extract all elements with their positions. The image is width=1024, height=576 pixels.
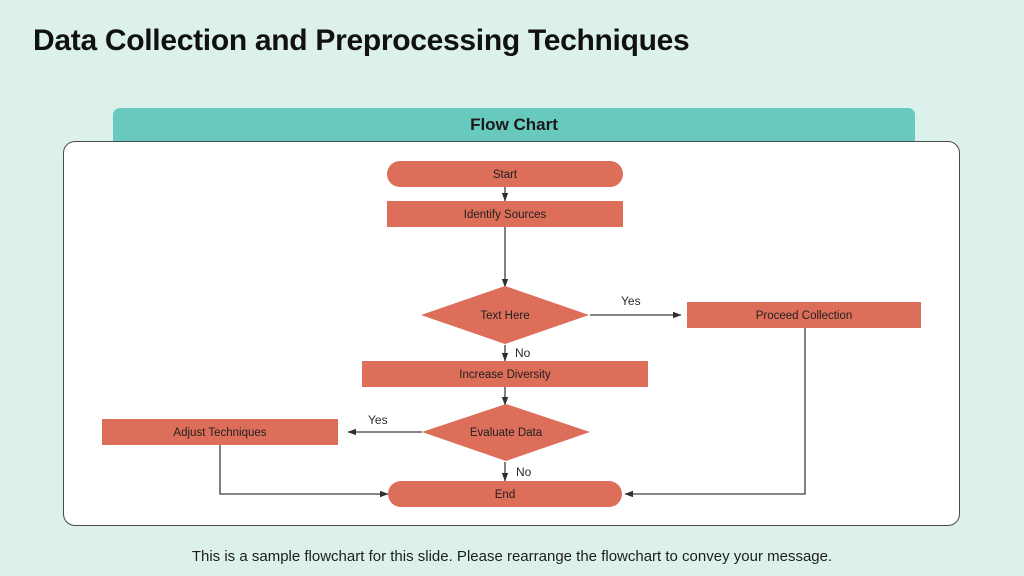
flowchart-card-title: Flow Chart xyxy=(470,115,558,134)
node-end[interactable]: End xyxy=(388,481,622,507)
node-identify-sources[interactable]: Identify Sources xyxy=(387,201,623,227)
edge-proceed-to-end xyxy=(624,328,806,498)
node-decision-text-here[interactable]: Text Here xyxy=(421,286,589,344)
node-start[interactable]: Start xyxy=(387,161,623,187)
edge-label-layer: Yes No Yes No xyxy=(368,294,641,479)
node-decision-evaluate-data-label: Evaluate Data xyxy=(470,427,543,439)
page-title: Data Collection and Preprocessing Techni… xyxy=(33,24,690,57)
node-decision-text-here-label: Text Here xyxy=(480,310,529,322)
node-end-label: End xyxy=(495,489,515,501)
flowchart-card-header: Flow Chart xyxy=(113,108,915,142)
edge-label-yes-proceed: Yes xyxy=(621,294,641,308)
node-increase-diversity-label: Increase Diversity xyxy=(459,369,551,381)
node-adjust-techniques[interactable]: Adjust Techniques xyxy=(102,419,338,445)
edge-label-yes-adjust: Yes xyxy=(368,413,388,427)
node-increase-diversity[interactable]: Increase Diversity xyxy=(362,361,648,387)
edge-adjust-to-end xyxy=(219,445,389,498)
node-start-label: Start xyxy=(493,169,518,181)
node-layer: Start Identify Sources Text Here Proceed… xyxy=(102,161,921,507)
node-adjust-techniques-label: Adjust Techniques xyxy=(173,427,266,439)
connector-layer xyxy=(219,187,806,498)
edge-label-no-diversity: No xyxy=(515,346,531,360)
node-identify-sources-label: Identify Sources xyxy=(464,209,547,221)
node-proceed-collection-label: Proceed Collection xyxy=(756,310,853,322)
flowchart-diagram: Start Identify Sources Text Here Proceed… xyxy=(102,161,921,507)
footer-note: This is a sample flowchart for this slid… xyxy=(191,548,833,565)
node-decision-evaluate-data[interactable]: Evaluate Data xyxy=(422,404,590,461)
edge-label-no-end: No xyxy=(516,465,532,479)
node-proceed-collection[interactable]: Proceed Collection xyxy=(687,302,921,328)
